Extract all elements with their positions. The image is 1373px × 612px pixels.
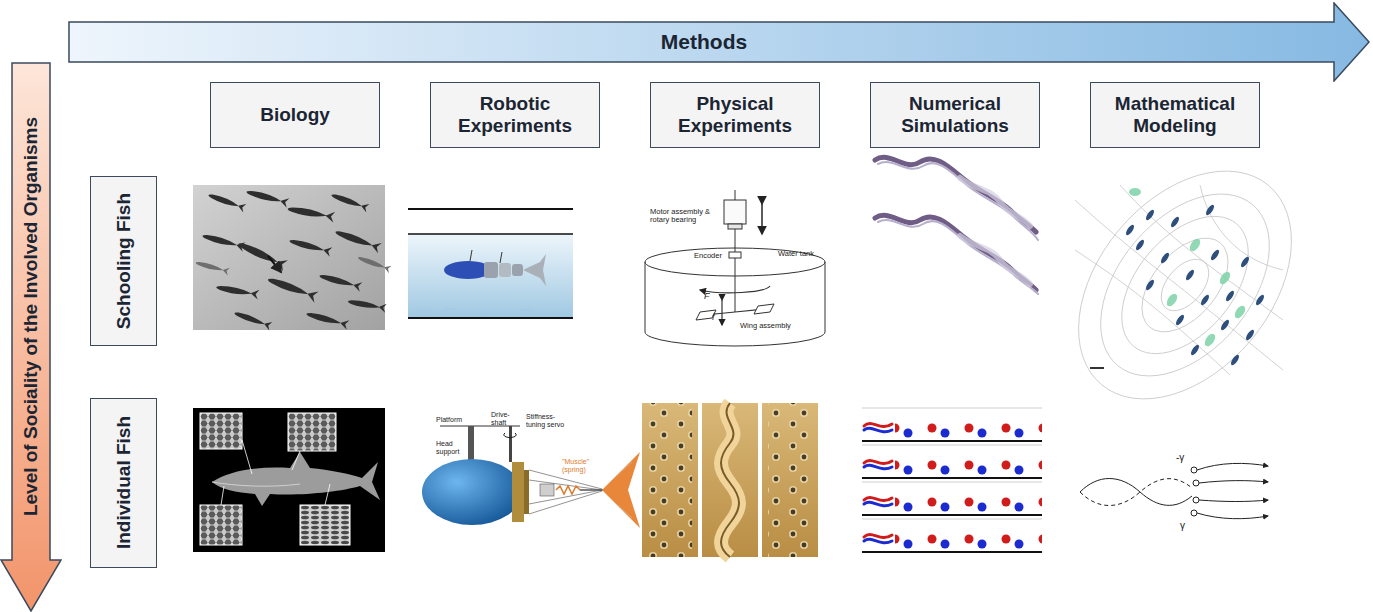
part-label: -γ (1176, 452, 1196, 463)
node-label: Level of Sociality of the Involved Organ… (20, 117, 42, 516)
node-label: Schooling Fish (113, 193, 135, 329)
part-label: Head support (436, 440, 466, 455)
node-label: Physical Experiments (651, 93, 819, 137)
node-label: Methods (661, 30, 747, 54)
node-label: Mathematical Modeling (1091, 93, 1259, 137)
part-label: F (704, 292, 714, 302)
robot-fish-channel (408, 209, 573, 318)
part-label: γ (1180, 520, 1194, 531)
sociality-arrow: Level of Sociality of the Involved Organ… (0, 62, 62, 612)
method-header: Physical Experiments (650, 82, 820, 148)
part-label: Drive-shaft (491, 411, 521, 426)
row-header: Individual Fish (90, 398, 157, 568)
part-label: f (712, 313, 722, 323)
part-label: Water tank (778, 250, 828, 258)
part-label: Wing assembly (740, 322, 800, 330)
part-label: Stiffness-tuning servo (526, 413, 568, 428)
tunable-robot-fish (422, 426, 640, 528)
arrow-outline (1, 63, 61, 611)
potential-flow-school (1036, 130, 1335, 440)
part-label: Encoder (694, 252, 734, 260)
node-label: Numerical Simulations (871, 93, 1039, 137)
simulated-wakes (875, 157, 1038, 294)
method-header: Mathematical Modeling (1090, 82, 1260, 148)
method-header: Biology (210, 82, 380, 148)
rotary-tank-apparatus (645, 190, 825, 346)
simulated-vortex-streets (862, 407, 1042, 555)
part-label: Motor assembly & rotary bearing (650, 208, 720, 225)
method-header: Robotic Experiments (430, 82, 600, 148)
fish-school-photo (193, 185, 392, 331)
row-header: Schooling Fish (90, 176, 157, 346)
methods-arrow: Methods (68, 2, 1370, 82)
vortex-wake-photos (642, 403, 818, 557)
node-label: Biology (260, 104, 330, 126)
arrow-outline (69, 3, 1369, 81)
method-header: Numerical Simulations (870, 82, 1040, 148)
shark-skin-photo (193, 408, 385, 552)
part-label: "Muscle" (spring) (562, 458, 606, 473)
node-label: Robotic Experiments (431, 93, 599, 137)
node-label: Individual Fish (113, 416, 135, 549)
part-label: Platform (436, 416, 476, 424)
vortex-model-sketch (1080, 463, 1268, 518)
